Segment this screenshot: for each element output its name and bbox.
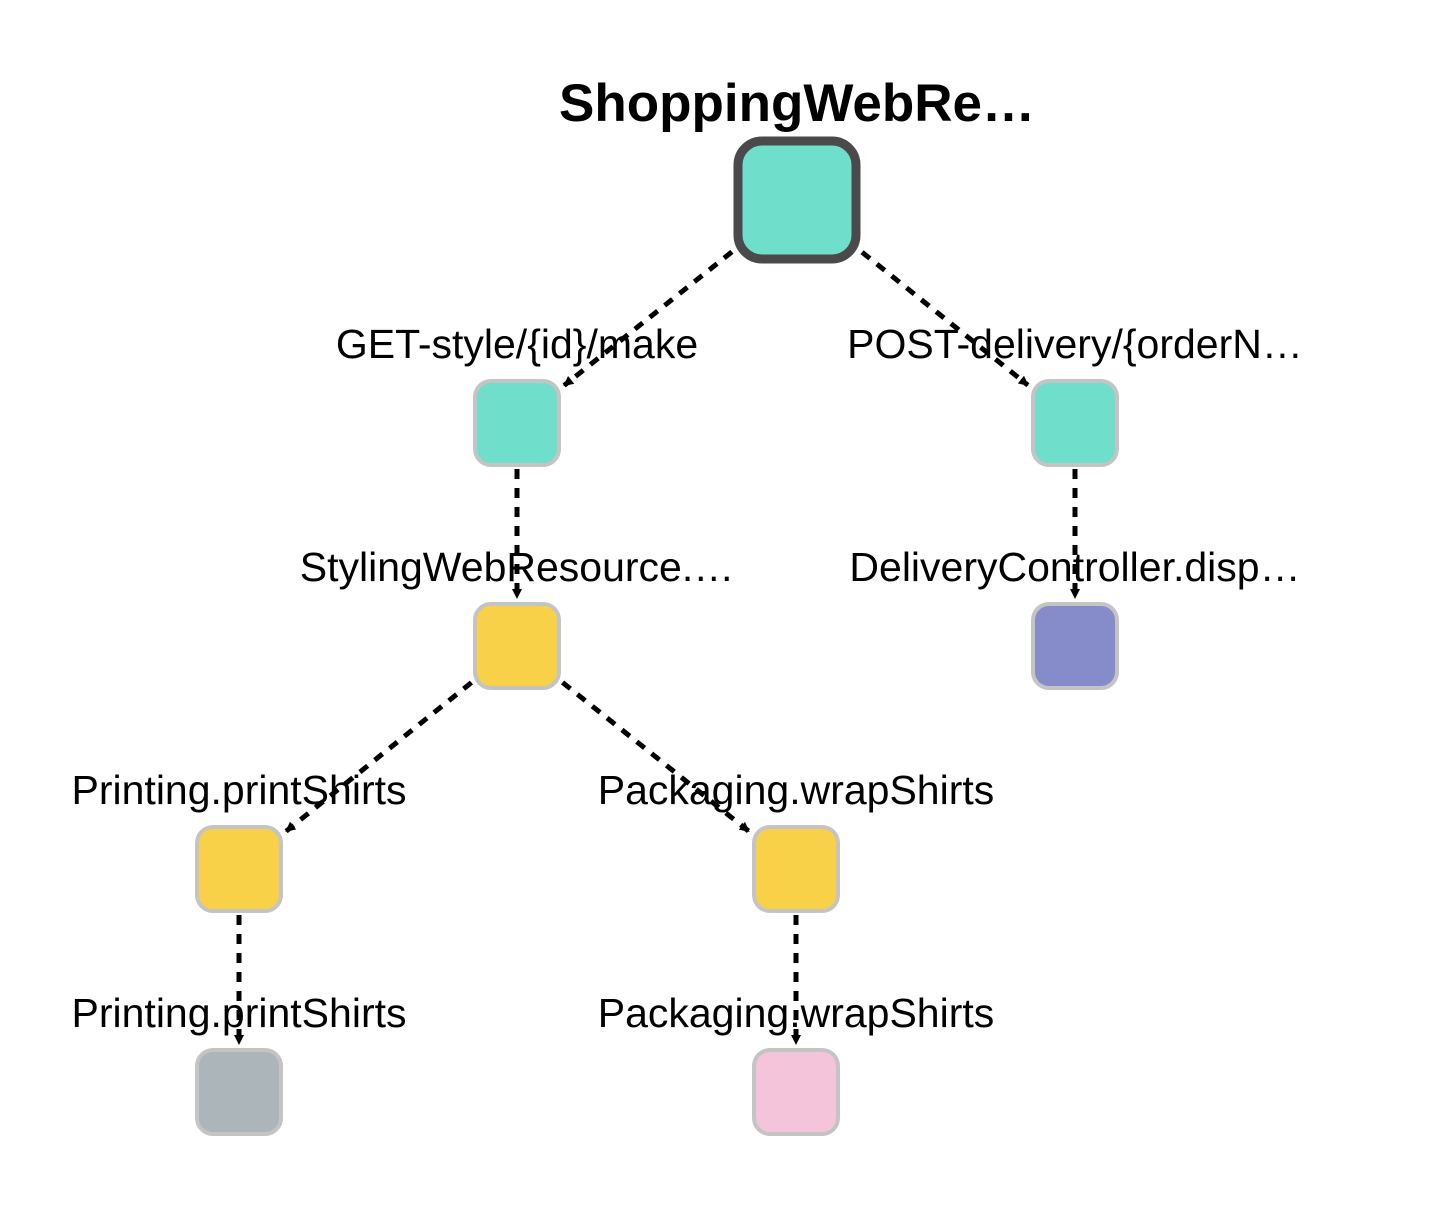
node-get-style[interactable] [473,379,561,467]
node-label-packaging-1: Packaging.wrapShirts [598,767,995,813]
node-post-delivery[interactable] [1031,379,1119,467]
node-label-get-style: GET-style/{id}/make [336,321,698,367]
edges-layer [234,249,1080,1045]
node-printing-1[interactable] [195,825,283,913]
node-label-styling: StylingWebResource.… [300,544,734,590]
node-label-delivery-controller: DeliveryController.disp… [849,544,1300,590]
node-label-printing-1: Printing.printShirts [72,767,407,813]
node-label-post-delivery: POST-delivery/{orderN… [847,321,1303,367]
node-label-shopping: ShoppingWebRe… [559,74,1035,133]
node-delivery-controller[interactable] [1031,602,1119,690]
nodes-layer [195,136,1119,1136]
edge-shopping-to-post-delivery [860,250,1030,388]
node-styling[interactable] [473,602,561,690]
node-label-packaging-2: Packaging.wrapShirts [598,990,995,1036]
edge-styling-to-packaging-1 [561,680,751,834]
edge-shopping-to-get-style [562,249,734,388]
labels-layer: ShoppingWebRe… GET-style/{id}/make POST-de… [72,74,1303,1036]
node-label-printing-2: Printing.printShirts [72,990,407,1036]
edge-styling-to-printing-1 [284,680,474,834]
node-packaging-1[interactable] [752,825,840,913]
node-packaging-2[interactable] [752,1048,840,1136]
node-shopping[interactable] [733,136,861,264]
node-printing-2[interactable] [195,1048,283,1136]
